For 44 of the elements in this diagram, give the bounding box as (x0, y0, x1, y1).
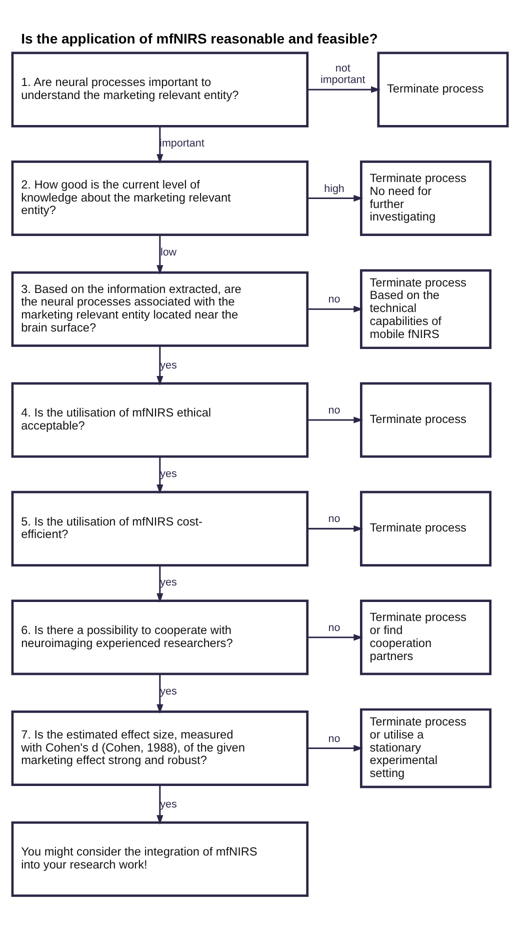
edge-label: yes (160, 685, 177, 698)
edge-label: yes (160, 576, 177, 589)
arrow (308, 194, 364, 202)
edge-label: yes (160, 798, 177, 810)
arrow (308, 416, 364, 424)
node-box: Terminate process No need for further investigating (360, 160, 492, 236)
edge-label: important (160, 138, 204, 150)
node-box: You might consider the integration of mfNIRS into your research work! (11, 821, 309, 897)
arrow (156, 346, 164, 386)
node-box: Terminate process Based on the technical capabilities of mobile fNIRS (360, 269, 492, 350)
node-box: 6. Is there a possibility to cooperate with neuroimaging experienced researchers? (11, 600, 309, 676)
node-box: 5. Is the utilisation of mfNIRS cost-efficient? (11, 490, 309, 566)
arrow (308, 86, 380, 93)
node-box: Terminate process (360, 382, 492, 458)
edge-label: no (328, 404, 340, 417)
arrow (156, 456, 164, 494)
node-box: 7. Is the estimated effect size, measured with Cohen's d (Cohen, 1988), of the given marketing effect strong and robust? (11, 710, 309, 786)
node-box: 2. How good is the current level of knowledge about the marketing relevant entity? (11, 160, 309, 236)
node-box: 3. Based on the information extracted, are the neural processes associated with the marketing relevant entity located near the brain surface? (11, 271, 309, 347)
arrow (156, 566, 164, 603)
node-box: 4. Is the utilisation of mfNIRS ethical acceptable? (11, 382, 309, 458)
node-box: Terminate process (360, 490, 492, 566)
arrow (308, 634, 364, 641)
edge-label: not important (320, 62, 366, 86)
arrow (308, 525, 364, 532)
edge-label: no (328, 513, 340, 526)
edge-label: yes (160, 468, 177, 480)
edge-label: no (328, 622, 340, 634)
node-box: Terminate process or find cooperation partners (360, 600, 492, 676)
node-box: Terminate process (377, 52, 509, 128)
node-box: Terminate process or utilise a stationary experimental setting (360, 708, 492, 788)
diagram-title: Is the application of mfNIRS reasonable and feasible? (21, 30, 378, 47)
edge-label: low (160, 246, 177, 258)
arrow (156, 126, 164, 164)
arrow (308, 306, 364, 312)
arrow (308, 744, 364, 752)
edge-label: high (324, 182, 344, 195)
edge-label: yes (160, 359, 177, 372)
node-box: 1. Are neural processes important to understand the marketing relevant entity? (11, 52, 309, 128)
arrow (156, 674, 164, 714)
edge-label: no (328, 732, 340, 745)
edge-label: no (328, 294, 340, 306)
arrow (156, 784, 164, 825)
arrow (156, 234, 164, 275)
